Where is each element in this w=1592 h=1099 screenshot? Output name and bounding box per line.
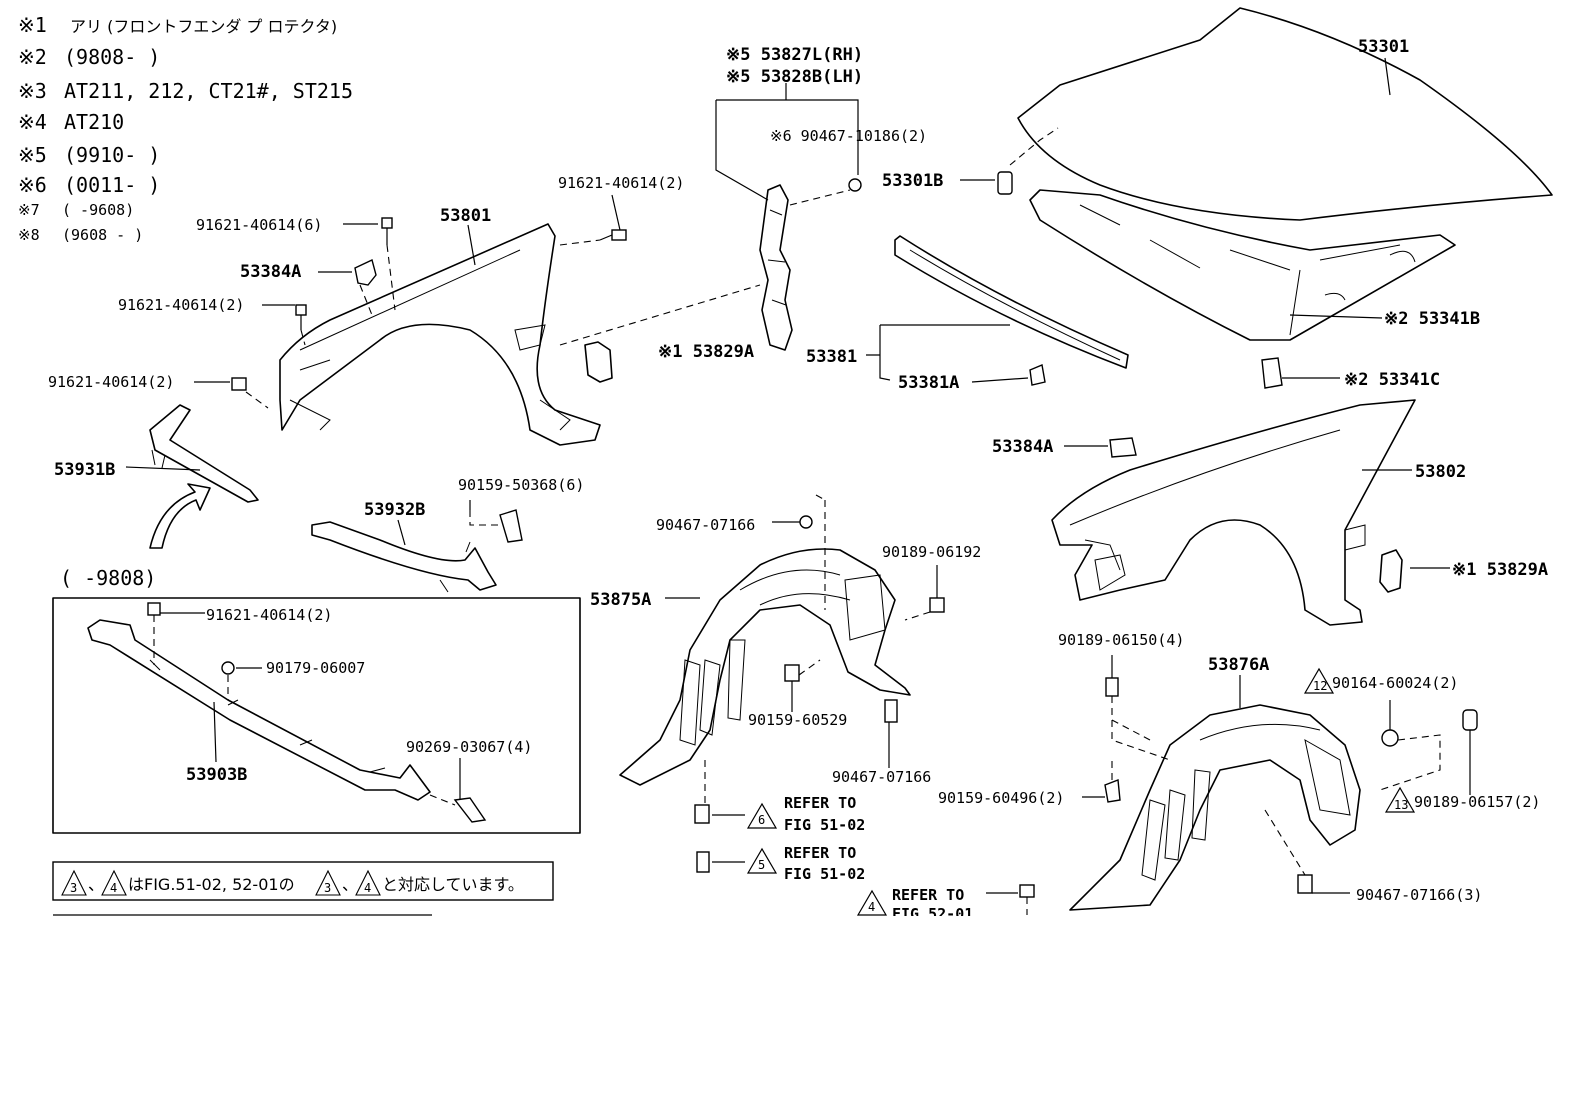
refer-5-line1: REFER TO	[784, 844, 856, 862]
svg-text:4: 4	[868, 900, 875, 914]
refer-6-line1: REFER TO	[784, 794, 856, 812]
refer-4-line1: REFER TO	[892, 886, 964, 904]
label-53903B: 53903B	[186, 765, 247, 785]
notes-list: ※1 アリ (フロントフエンダ プ ロテクタ) ※2 (9808- ) ※3 A…	[18, 13, 353, 244]
label-90189-06150: 90189-06150(4)	[1058, 631, 1184, 649]
hardware	[147, 171, 1478, 898]
svg-text:、: 、	[88, 875, 104, 894]
refer-5-line2: FIG 51-02	[784, 865, 865, 883]
detail-box	[52, 597, 581, 834]
label-91621-low: 91621-40614(2)	[48, 373, 174, 391]
leader-lines	[125, 57, 1471, 915]
note-3-mark: ※3	[18, 79, 47, 103]
svg-text:、: 、	[342, 875, 358, 894]
protector-53829A-right	[1379, 549, 1403, 593]
label-53802: 53802	[1415, 462, 1466, 482]
note-1-mark: ※1	[18, 13, 47, 37]
label-53384A-right: 53384A	[992, 437, 1053, 457]
protector-53829A-left	[584, 341, 613, 383]
svg-text:と対応しています。: と対応しています。	[382, 875, 524, 894]
bracket-53931B	[149, 404, 259, 503]
label-90269-03067: 90269-03067(4)	[406, 738, 532, 756]
note-8-mark: ※8	[18, 226, 40, 244]
note-4-text: AT210	[64, 110, 124, 134]
refer-6-line2: FIG 51-02	[784, 816, 865, 834]
footnote: 3 、 4 はFIG.51-02, 52-01の 3 、 4 と対応しています。	[52, 861, 554, 916]
liner-53876A	[1069, 704, 1361, 911]
label-90164-60024: 90164-60024(2)	[1332, 674, 1458, 692]
label-53931B: 53931B	[54, 460, 115, 480]
label-90179-06007: 90179-06007	[266, 659, 365, 677]
note-4-mark: ※4	[18, 110, 47, 134]
note-7-mark: ※7	[18, 201, 40, 219]
note-6-mark: ※6	[18, 173, 47, 197]
note-5-mark: ※5	[18, 143, 47, 167]
pointer-arrow	[149, 483, 211, 549]
label-9808-range: ( -9808)	[60, 566, 156, 590]
label-53301: 53301	[1358, 37, 1409, 57]
label-53827L: ※5 53827L(RH)	[726, 45, 863, 65]
label-90467-07166-b: 90467-07166	[832, 768, 931, 786]
label-53301B: 53301B	[882, 171, 943, 191]
label-90467-10186: ※6 90467-10186(2)	[770, 127, 927, 145]
label-53829A-left: ※1 53829A	[658, 342, 754, 362]
label-90467-07166-c: 90467-07166(3)	[1356, 886, 1482, 904]
triangle-12: 12	[1303, 667, 1335, 694]
note-2-mark: ※2	[18, 45, 47, 69]
note-5-text: (9910- )	[64, 143, 160, 167]
label-91621-box: 91621-40614(2)	[206, 606, 332, 624]
svg-text:はFIG.51-02, 52-01の: はFIG.51-02, 52-01の	[128, 875, 295, 894]
label-90189-06157: 90189-06157(2)	[1414, 793, 1540, 811]
label-53875A: 53875A	[590, 590, 651, 610]
label-53876A: 53876A	[1208, 655, 1269, 675]
liner-53875A	[619, 548, 911, 786]
fender-53802	[1051, 399, 1416, 626]
label-53384A-left: 53384A	[240, 262, 301, 282]
label-90189-06192: 90189-06192	[882, 543, 981, 561]
refer-block-5: 5 REFER TO FIG 51-02	[712, 844, 865, 883]
bumper-bracket-53903B	[87, 619, 431, 801]
label-90159-60496: 90159-60496(2)	[938, 789, 1064, 807]
label-53381: 53381	[806, 347, 857, 367]
label-53829A-right: ※1 53829A	[1452, 560, 1548, 580]
label-53341B: ※2 53341B	[1384, 309, 1480, 329]
label-53801: 53801	[440, 206, 491, 226]
svg-text:12: 12	[1313, 679, 1327, 693]
label-53932B: 53932B	[364, 500, 425, 520]
svg-text:3: 3	[324, 881, 331, 895]
hood-53301	[1017, 7, 1553, 341]
refer-block-6: 6 REFER TO FIG 51-02	[712, 794, 865, 834]
label-91621-mid: 91621-40614(2)	[118, 296, 244, 314]
label-90159-60529: 90159-60529	[748, 711, 847, 729]
hood-seal-53381	[894, 235, 1129, 369]
bracket-53827L	[759, 184, 793, 351]
svg-text:5: 5	[758, 858, 765, 872]
bracket-53932B	[311, 521, 497, 593]
svg-text:4: 4	[110, 881, 117, 895]
note-1-text: アリ (フロントフエンダ プ ロテクタ)	[70, 17, 337, 36]
triangle-13: 13	[1384, 786, 1416, 813]
label-91621-6: 91621-40614(6)	[196, 216, 322, 234]
svg-text:13: 13	[1394, 798, 1408, 812]
note-7-text: ( -9608)	[62, 201, 134, 219]
label-53828B: ※5 53828B(LH)	[726, 67, 863, 87]
svg-text:3: 3	[70, 881, 77, 895]
note-8-text: (9608 - )	[62, 226, 143, 244]
note-6-text: (0011- )	[64, 173, 160, 197]
note-3-text: AT211, 212, CT21#, ST215	[64, 79, 353, 103]
svg-text:4: 4	[364, 881, 371, 895]
fender-53801	[279, 223, 601, 446]
svg-text:6: 6	[758, 813, 765, 827]
label-90467-07166-a: 90467-07166	[656, 516, 755, 534]
note-2-text: (9808- )	[64, 45, 160, 69]
part-labels: ※5 53827L(RH) ※5 53828B(LH) 53301 ※6 904…	[48, 37, 1548, 904]
label-53341C: ※2 53341C	[1344, 370, 1440, 390]
label-90159-50368: 90159-50368(6)	[458, 476, 584, 494]
label-91621-top: 91621-40614(2)	[558, 174, 684, 192]
label-53381A: 53381A	[898, 373, 959, 393]
